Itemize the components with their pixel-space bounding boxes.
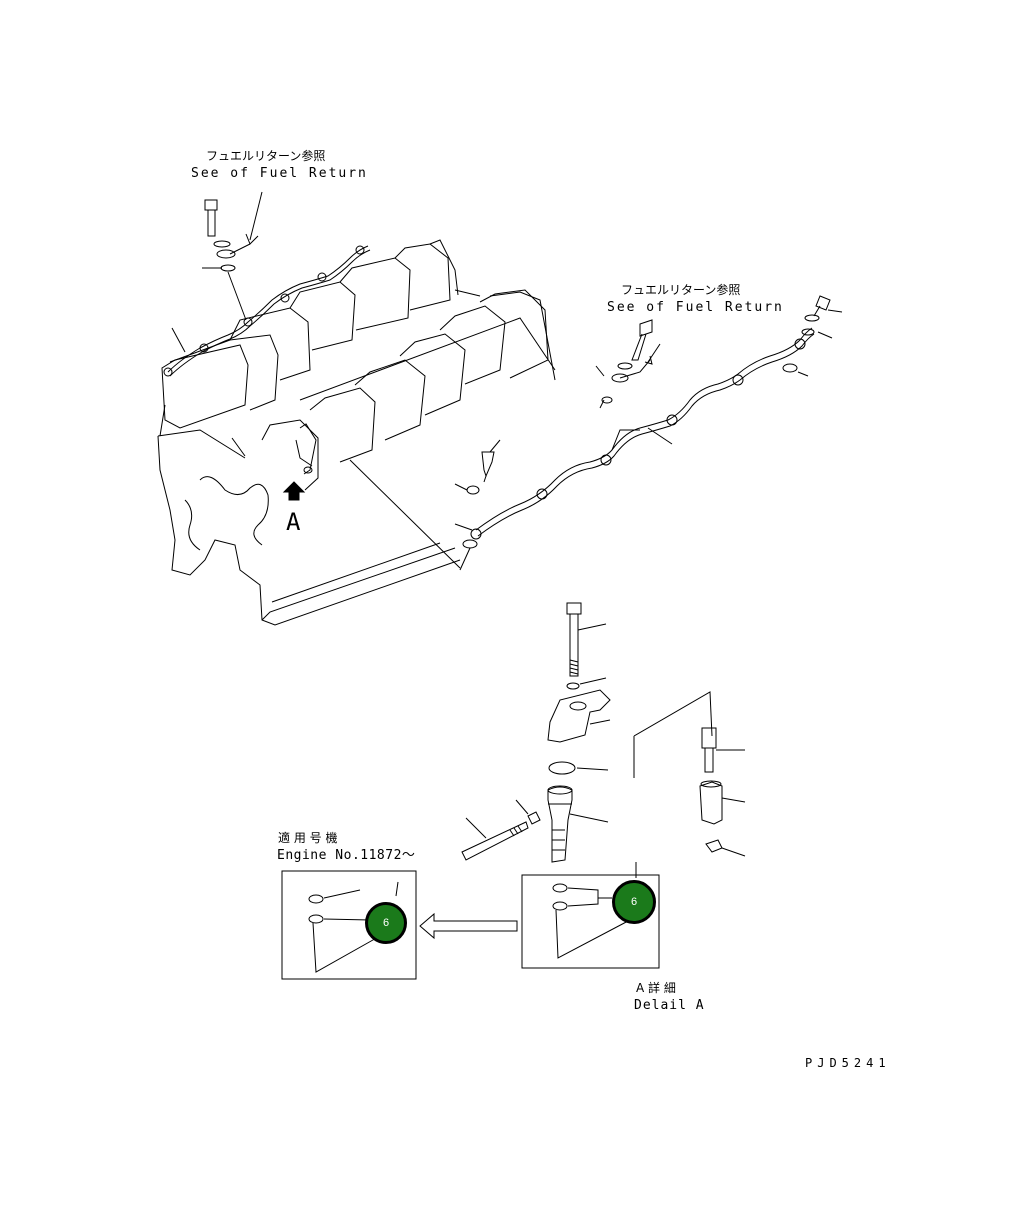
long-bolt [566, 602, 607, 690]
applicable-jp-label: 適 用 号 機 [278, 831, 338, 845]
fuel-return-jp-label-1: フュエルリターン参照 [206, 149, 326, 163]
o-ring [548, 761, 609, 775]
injector [547, 785, 609, 863]
detail-a-box [521, 862, 660, 969]
lower-fuel-pipe [459, 327, 815, 571]
fuel-return-en-label-2: See of Fuel Return [607, 300, 784, 315]
detail-jp-label: A 詳 細 [636, 981, 676, 995]
fuel-return-jp-label-2: フュエルリターン参照 [621, 283, 741, 297]
transfer-arrow [419, 912, 518, 940]
applicable-box [281, 870, 417, 980]
applicable-en-label: Engine No.11872～ [277, 848, 416, 863]
view-marker-label: A [286, 508, 301, 536]
top-left-bolt [202, 191, 263, 321]
sleeve-parts [633, 691, 746, 857]
clamp [547, 689, 611, 743]
detail-en-label: Delail A [634, 998, 705, 1013]
engine-block [157, 239, 556, 626]
fuel-return-en-label-1: See of Fuel Return [191, 166, 368, 181]
stud-and-nut [461, 799, 541, 861]
callout-applicable: 6 [365, 902, 407, 944]
drawing-code-label: PJD5241 [805, 1056, 891, 1070]
callout-detail-a: 6 [612, 880, 656, 924]
right-bolts [595, 295, 843, 409]
block-injector [295, 423, 317, 475]
upper-fuel-pipe [163, 245, 371, 377]
view-arrow-a [282, 481, 306, 501]
middle-bolt [454, 439, 501, 531]
